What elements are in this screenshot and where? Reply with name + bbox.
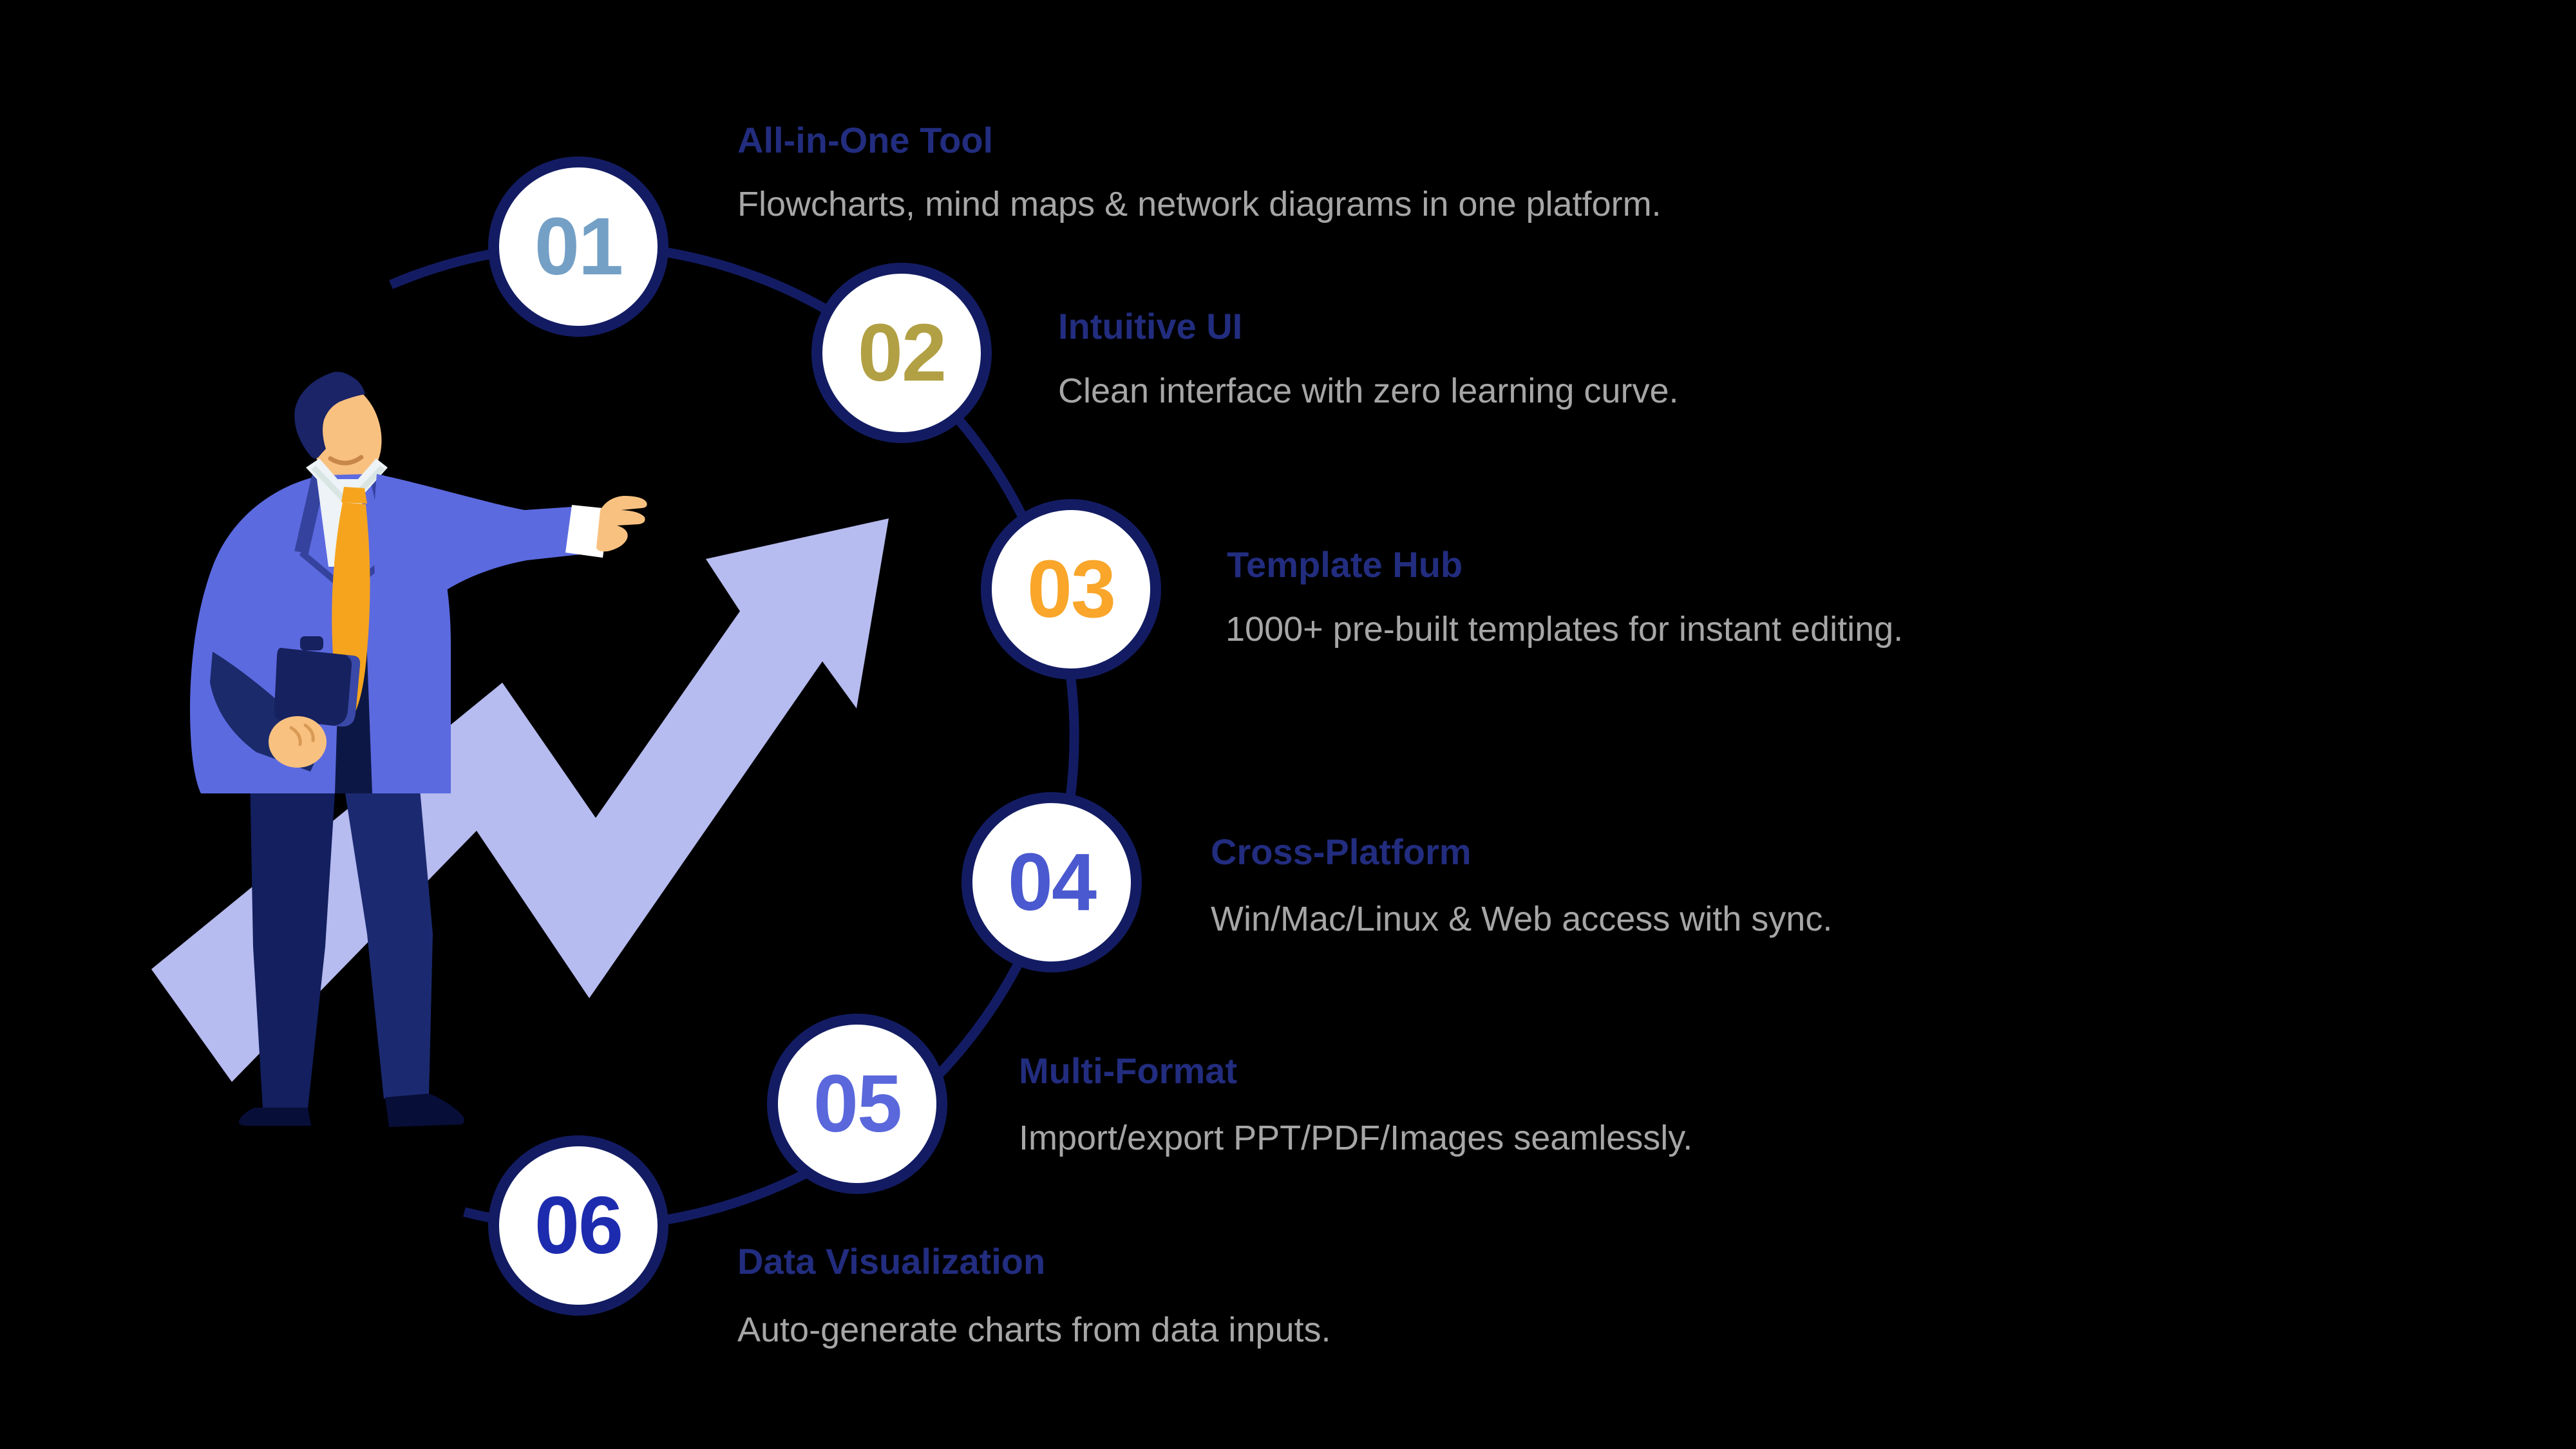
step-05-number: 05	[813, 1058, 902, 1149]
portfolio-tab	[300, 636, 323, 650]
step-01-description: Flowcharts, mind maps & network diagrams…	[737, 185, 1662, 223]
step-02-circle: 02	[811, 263, 992, 443]
fist-finger-lines	[289, 723, 315, 746]
tie-knot	[341, 487, 367, 504]
step-06-circle: 06	[488, 1135, 668, 1316]
man-right-leg	[340, 760, 433, 1099]
step-02-title: Intuitive UI	[1058, 306, 1243, 346]
man-left-leg	[250, 773, 336, 1109]
man-smile	[328, 455, 364, 466]
step-05-description: Import/export PPT/PDF/Images seamlessly.	[1019, 1119, 1693, 1157]
businessman-illustration	[190, 372, 647, 1127]
step-04-description: Win/Mac/Linux & Web access with sync.	[1211, 900, 1833, 938]
connector-ring	[389, 240, 1079, 1232]
step-05-title: Multi-Format	[1019, 1050, 1238, 1091]
portfolio-case	[274, 648, 361, 727]
arrow-body	[151, 518, 889, 1082]
portfolio-edge-highlight	[334, 655, 361, 727]
growth-arrow-icon	[151, 518, 889, 1082]
step-04-title: Cross-Platform	[1211, 831, 1472, 872]
step-03-circle: 03	[981, 499, 1161, 679]
step-02-number: 02	[857, 307, 947, 398]
step-04-circle: 04	[961, 792, 1142, 972]
step-03-number: 03	[1027, 544, 1116, 634]
step-03-description: 1000+ pre-built templates for instant ed…	[1226, 610, 1904, 649]
step-01-circle: 01	[488, 156, 668, 337]
step-06-title: Data Visualization	[737, 1241, 1046, 1282]
shirt-collar	[306, 459, 388, 512]
man-right-arm	[374, 474, 586, 641]
man-right-shoe	[385, 1094, 465, 1127]
step-02-description: Clean interface with zero learning curve…	[1058, 372, 1679, 410]
step-05-circle: 05	[767, 1014, 947, 1194]
step-01-title: All-in-One Tool	[737, 120, 994, 160]
step-06-description: Auto-generate charts from data inputs.	[737, 1311, 1331, 1349]
man-left-shoe	[238, 1108, 311, 1126]
step-03-title: Template Hub	[1227, 544, 1463, 585]
man-right-hand	[596, 496, 647, 552]
step-06-number: 06	[534, 1180, 623, 1271]
step-01-number: 01	[534, 201, 623, 292]
step-04-number: 04	[1007, 837, 1097, 927]
man-hair	[294, 372, 365, 459]
man-left-hand-fist	[269, 716, 327, 768]
